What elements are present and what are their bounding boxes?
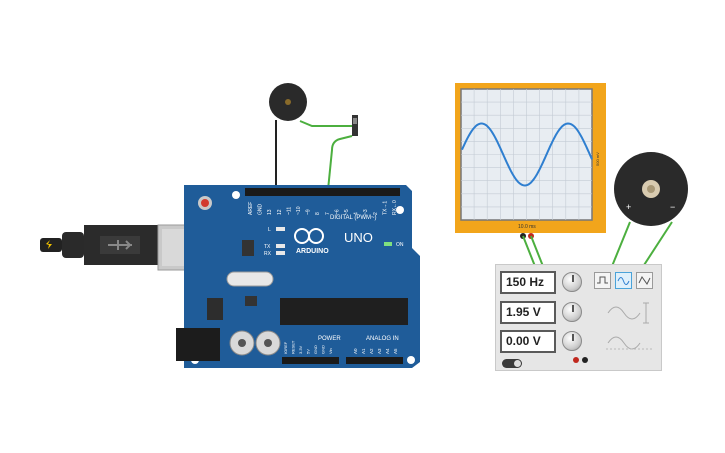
fg-positive-terminal[interactable] (573, 357, 579, 363)
pin-label: ~6 (334, 209, 340, 215)
led-l-label: L (268, 227, 271, 233)
function-generator[interactable]: 150 Hz 1.95 V 0.00 V (495, 264, 662, 371)
fg-negative-terminal[interactable] (582, 357, 588, 363)
arduino-uno-board[interactable]: ARDUINO UNO DIGITAL (PWM~) ON L TX RX PO… (176, 185, 420, 368)
frequency-knob[interactable] (562, 272, 582, 292)
wire-green-pin8[interactable] (327, 135, 353, 191)
pin-label: IOREF (283, 341, 288, 354)
power-label: POWER (318, 336, 341, 342)
oscilloscope[interactable]: 10.0 ms 500 mV (455, 83, 606, 239)
pin-label: 12 (277, 209, 283, 215)
triangle-wave-button[interactable] (636, 272, 653, 289)
on-label: ON (396, 242, 404, 248)
analog-label: ANALOG IN (366, 336, 399, 342)
square-wave-icon (597, 276, 608, 284)
scope-trace (461, 122, 593, 187)
pin-label: 5V (306, 349, 311, 354)
wire-green-buzzer-switch[interactable] (299, 120, 352, 127)
dc-offset-display[interactable]: 0.00 V (500, 330, 556, 353)
arduino-model: UNO (344, 230, 373, 245)
power-toggle[interactable] (502, 359, 522, 368)
pin-label: GND (258, 204, 264, 216)
pin-label: Vin (328, 348, 333, 354)
waveform-diagram-icon (606, 302, 654, 350)
piezo-buzzer[interactable] (269, 83, 307, 121)
pin-label: ~5 (344, 209, 350, 215)
sine-wave-icon (617, 277, 630, 285)
led-tx-label: TX (264, 244, 271, 250)
speaker-plus-label: + (626, 202, 631, 212)
pin-label: 7 (325, 212, 331, 215)
pin-label: A5 (393, 348, 398, 354)
pin-label: 8 (315, 212, 321, 215)
slide-switch[interactable] (352, 115, 358, 136)
dc-offset-knob[interactable] (562, 331, 582, 351)
triangle-wave-icon (638, 276, 651, 285)
pin-label: AREF (248, 202, 254, 215)
pin-label: TX→1 (382, 201, 388, 215)
frequency-display[interactable]: 150 Hz (500, 271, 556, 294)
pin-label: RESET (291, 340, 296, 354)
sine-wave-button[interactable] (615, 272, 632, 289)
scope-volt-label: 500 mV (595, 152, 600, 166)
pin-label: GND (321, 345, 326, 354)
speaker-minus-label: − (670, 202, 675, 212)
led-rx-label: RX (264, 251, 272, 257)
pin-label: A1 (361, 348, 366, 354)
pin-label: 3.3V (298, 345, 303, 354)
speaker[interactable]: + − (614, 152, 688, 226)
pin-label: ~10 (296, 206, 302, 215)
pin-label: 4 (354, 212, 360, 215)
pin-label: ~3 (363, 209, 369, 215)
square-wave-button[interactable] (594, 272, 611, 289)
pin-label: 13 (267, 209, 273, 215)
scope-time-label: 10.0 ms (518, 224, 536, 230)
pin-label: RX←0 (392, 200, 398, 215)
pin-label: A0 (353, 348, 358, 354)
pin-label: ~9 (306, 209, 312, 215)
digital-header-label: DIGITAL (PWM~) (330, 215, 377, 221)
arduino-brand: ARDUINO (296, 248, 329, 255)
amplitude-display[interactable]: 1.95 V (500, 301, 556, 324)
pin-label: ~11 (286, 207, 292, 215)
pin-label: A4 (385, 348, 390, 354)
arduino-logo-icon (294, 228, 324, 244)
scope-grid (461, 89, 592, 220)
pin-label: A3 (377, 348, 382, 354)
amplitude-knob[interactable] (562, 302, 582, 322)
pin-label: A2 (369, 348, 374, 354)
pin-label: 2 (373, 212, 379, 215)
pin-label: GND (313, 345, 318, 354)
